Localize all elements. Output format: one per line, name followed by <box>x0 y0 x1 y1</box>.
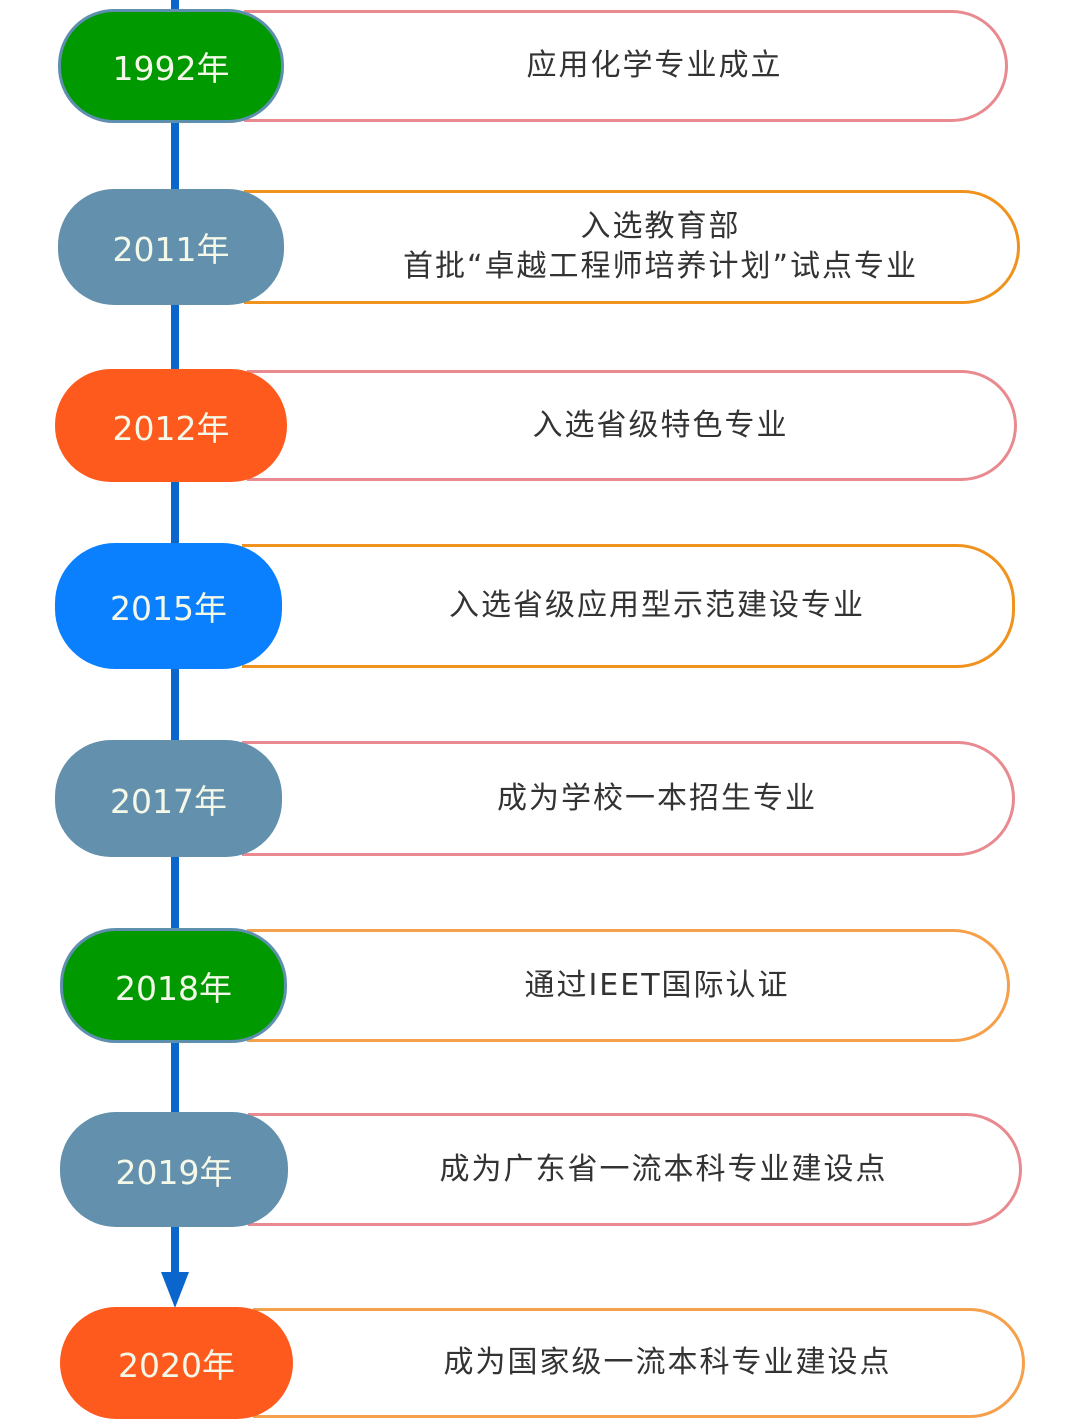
event-box-2011: 入选教育部首批“卓越工程师培养计划”试点专业 <box>244 190 1020 304</box>
year-label: 2017年 <box>110 781 227 821</box>
year-label: 2020年 <box>118 1346 235 1385</box>
event-text: 入选教育部 <box>580 209 741 244</box>
year-badge-2011: 2011年 <box>58 189 284 305</box>
event-text: 入选省级应用型示范建设专业 <box>449 588 865 623</box>
event-box-2020: 成为国家级一流本科专业建设点 <box>253 1308 1025 1418</box>
event-box-2017: 成为学校一本招生专业 <box>242 741 1015 856</box>
event-text: 成为学校一本招生专业 <box>497 780 817 816</box>
event-text-line2: 首批“卓越工程师培养计划”试点专业 <box>402 249 919 284</box>
event-box-2012: 入选省级特色专业 <box>247 370 1017 481</box>
event-text: 入选省级特色专业 <box>532 407 789 443</box>
event-box-2015: 入选省级应用型示范建设专业 <box>242 544 1015 668</box>
event-text: 成为国家级一流本科专业建设点 <box>443 1345 892 1380</box>
year-label: 2015年 <box>110 589 227 628</box>
year-badge-1992: 1992年 <box>58 9 284 123</box>
year-badge-2017: 2017年 <box>55 740 282 857</box>
event-box-1992: 应用化学专业成立 <box>244 10 1008 122</box>
year-badge-2018: 2018年 <box>60 928 287 1043</box>
event-text: 成为广东省一流本科专业建设点 <box>439 1151 888 1187</box>
event-box-2018: 通过IEET国际认证 <box>247 929 1010 1042</box>
arrow-down-icon <box>161 1272 189 1308</box>
year-badge-2012: 2012年 <box>55 369 287 482</box>
year-badge-2015: 2015年 <box>55 543 282 669</box>
event-text: 通过IEET国际认证 <box>524 967 790 1003</box>
year-badge-2019: 2019年 <box>60 1112 288 1227</box>
year-label: 2011年 <box>112 230 230 269</box>
year-label: 1992年 <box>112 49 230 88</box>
event-box-2019: 成为广东省一流本科专业建设点 <box>248 1113 1022 1226</box>
year-label: 2012年 <box>112 408 230 448</box>
year-badge-2020: 2020年 <box>60 1307 293 1419</box>
year-label: 2019年 <box>115 1152 233 1192</box>
year-label: 2018年 <box>115 968 232 1008</box>
event-text: 应用化学专业成立 <box>526 48 783 83</box>
